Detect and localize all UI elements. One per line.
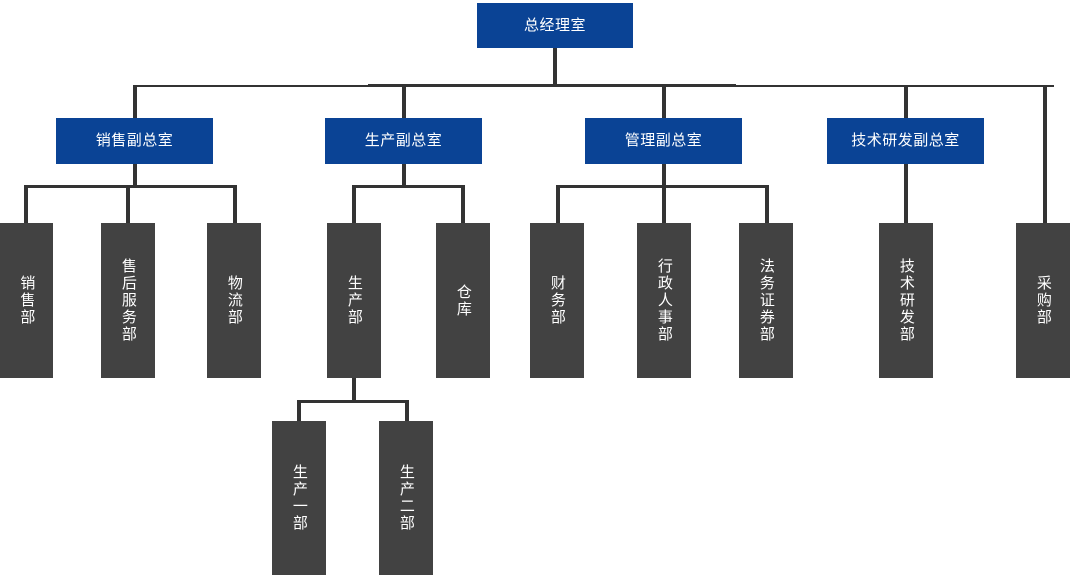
connector-stem-dept-production <box>352 378 356 401</box>
connector-main-bus-right <box>734 85 1054 87</box>
connector-drop-dept-warehouse <box>461 185 465 224</box>
connector-drop-dept-production-2 <box>405 400 409 422</box>
node-dept-sales[interactable]: 销售部 <box>0 223 53 378</box>
node-label: 财务部 <box>548 275 566 326</box>
node-dept-purchasing[interactable]: 采购部 <box>1016 223 1070 378</box>
node-label: 生产部 <box>345 275 363 326</box>
connector-drop-dept-production <box>352 185 356 224</box>
connector-bus-vp-production <box>352 185 465 188</box>
node-dept-finance[interactable]: 财务部 <box>530 223 584 378</box>
node-dept-production-2[interactable]: 生产二部 <box>379 421 433 575</box>
node-label: 法务证券部 <box>757 258 775 343</box>
node-vp-sales[interactable]: 销售副总室 <box>56 118 213 164</box>
connector-stem-vp-sales <box>133 164 137 186</box>
node-label: 行政人事部 <box>655 258 673 343</box>
node-dept-production[interactable]: 生产部 <box>327 223 381 378</box>
connector-drop-dept-adminhr <box>662 185 666 224</box>
connector-stem-vp-management <box>662 164 666 186</box>
connector-drop-vp-production <box>402 85 406 118</box>
connector-drop-dept-finance <box>556 185 560 224</box>
connector-bus-vp-sales <box>24 185 237 188</box>
connector-drop-dept-production-1 <box>297 400 301 422</box>
node-dept-warehouse[interactable]: 仓库 <box>436 223 490 378</box>
connector-drop-dept-sales <box>24 185 28 224</box>
connector-drop-vp-tech <box>904 85 908 118</box>
connector-bus-dept-production <box>297 400 409 403</box>
connector-drop-dept-logistics <box>233 185 237 224</box>
connector-drop-dept-aftersales <box>126 185 130 224</box>
connector-drop-vp-management <box>662 85 666 118</box>
connector-root-stem <box>553 48 557 86</box>
node-label: 物流部 <box>225 275 243 326</box>
node-label: 生产二部 <box>397 464 415 532</box>
connector-stem-vp-production <box>402 164 406 186</box>
node-label: 技术研发部 <box>897 258 915 343</box>
node-dept-legal[interactable]: 法务证券部 <box>739 223 793 378</box>
node-dept-aftersales[interactable]: 售后服务部 <box>101 223 155 378</box>
node-label: 销售部 <box>18 275 36 326</box>
connector-main-bus-left <box>135 85 370 87</box>
node-vp-management[interactable]: 管理副总室 <box>585 118 742 164</box>
connector-drop-dept-rd <box>904 164 908 224</box>
node-label: 销售副总室 <box>95 132 174 150</box>
node-dept-adminhr[interactable]: 行政人事部 <box>637 223 691 378</box>
node-label: 仓库 <box>454 283 472 318</box>
connector-drop-dept-legal <box>765 185 769 224</box>
node-general-manager-office[interactable]: 总经理室 <box>477 3 633 48</box>
node-label: 技术研发副总室 <box>851 132 960 150</box>
node-label: 管理副总室 <box>624 132 703 150</box>
connector-drop-vp-sales <box>133 85 137 118</box>
node-label: 采购部 <box>1034 275 1052 326</box>
node-label: 总经理室 <box>523 16 586 34</box>
node-label: 生产一部 <box>290 464 308 532</box>
node-vp-production[interactable]: 生产副总室 <box>325 118 482 164</box>
node-dept-production-1[interactable]: 生产一部 <box>272 421 326 575</box>
node-vp-tech[interactable]: 技术研发副总室 <box>827 118 984 164</box>
node-label: 售后服务部 <box>119 258 137 343</box>
connector-main-bus-center <box>368 84 736 87</box>
node-label: 生产副总室 <box>364 132 443 150</box>
node-dept-logistics[interactable]: 物流部 <box>207 223 261 378</box>
node-dept-rd[interactable]: 技术研发部 <box>879 223 933 378</box>
connector-drop-dept-purchasing <box>1043 85 1047 224</box>
